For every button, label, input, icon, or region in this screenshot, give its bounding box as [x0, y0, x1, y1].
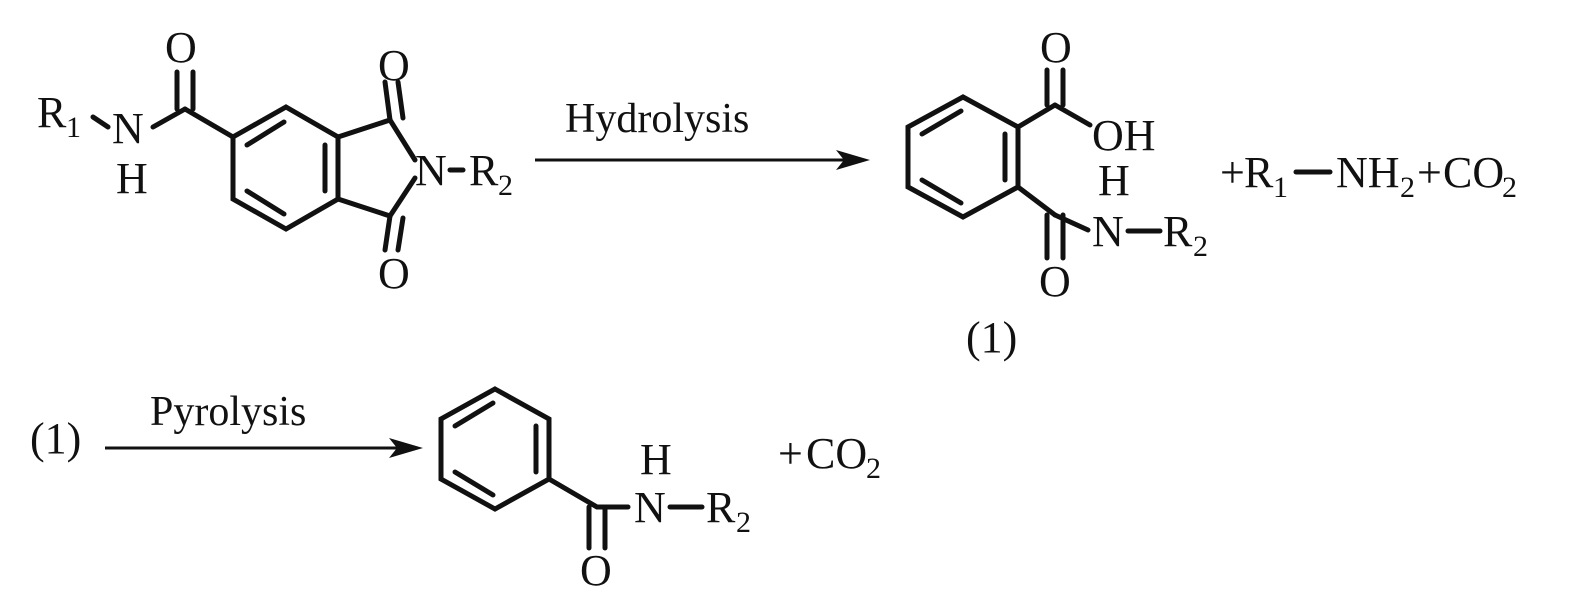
product2-benzene-ring: [438, 386, 552, 512]
bond-ring-c-bottom: [335, 196, 393, 219]
atom-o-amide: O: [165, 23, 197, 72]
molecule-co: CO: [1443, 148, 1504, 197]
byproducts-amine-co2: + R 1 NH 2 + CO 2: [1220, 148, 1517, 204]
atom-nh: NH: [1336, 148, 1400, 197]
atom-r1-subscript-byproduct: 1: [1273, 171, 1288, 204]
atom-o-top: O: [378, 41, 410, 90]
product1-ring-double-2: [919, 177, 964, 206]
bond-c-top-n: [387, 117, 418, 163]
arrow-hydrolysis-head: [836, 150, 870, 170]
condition-pyrolysis: Pyrolysis: [150, 389, 306, 435]
molecule-co2-subscript: 2: [1502, 171, 1517, 204]
atom-h-amide-product1: H: [1098, 156, 1130, 205]
atom-n-amide: N: [112, 104, 144, 153]
atom-r2-product2: R: [706, 483, 736, 532]
product-1-phthalamic-acid: O OH O H N R 2 (1): [905, 23, 1208, 362]
bond-ring-carbonyl: [546, 476, 600, 510]
atom-h-product2: H: [640, 435, 672, 484]
atom-oh: OH: [1092, 111, 1156, 160]
molecule-co-2: CO: [806, 429, 867, 478]
bond-c-bottom-n: [387, 175, 418, 219]
plus-sign-2: +: [1417, 148, 1442, 197]
atom-h2-subscript: 2: [1400, 171, 1415, 204]
compound-label-1: (1): [966, 313, 1017, 362]
benzene-ring: [230, 104, 341, 232]
compound-label-1-reactant: (1): [30, 414, 81, 463]
bond-bottom-co-2: [395, 215, 406, 253]
atom-r2: R: [469, 146, 499, 195]
bond-top-co-2: [395, 79, 406, 121]
plus-sign-3: +: [778, 429, 803, 478]
bond-c-n: [1052, 212, 1091, 233]
atom-r1-subscript: 1: [66, 111, 81, 144]
plus-sign-1: +: [1220, 148, 1245, 197]
product2-ring-double-1: [452, 400, 496, 429]
atom-o-product2: O: [580, 546, 612, 595]
atom-n-product2: N: [634, 483, 666, 532]
reaction-2-pyrolysis: (1) Pyrolysis O H N R 2 + CO 2: [30, 386, 881, 595]
condition-hydrolysis: Hydrolysis: [565, 96, 749, 142]
bond-ring-amide: [1015, 184, 1058, 218]
atom-n-amide-product1: N: [1092, 207, 1124, 256]
atom-h-amide: H: [116, 154, 148, 203]
molecule-co2-subscript-2: 2: [866, 452, 881, 485]
atom-r1-byproduct: R: [1244, 148, 1274, 197]
ring-double-bond-2: [244, 188, 287, 217]
atom-r2-subscript-product1: 2: [1193, 230, 1208, 263]
atom-r2-subscript: 2: [498, 169, 513, 202]
atom-r2-product1: R: [1163, 207, 1193, 256]
product1-ring-double-1: [919, 108, 964, 137]
bond-ring-c-top: [335, 117, 393, 140]
product1-benzene-ring: [905, 94, 1021, 220]
atom-o-bottom: O: [378, 249, 410, 298]
bond-n-c: [150, 106, 188, 130]
bond-ring-cooh: [1015, 102, 1058, 130]
atom-n-imide: N: [415, 146, 447, 195]
atom-r2-subscript-product2: 2: [736, 506, 751, 539]
atom-r1: R: [37, 88, 67, 137]
atom-o-amide-product1: O: [1039, 257, 1071, 306]
bond-c-ring: [182, 106, 236, 140]
bond-c-oh: [1052, 102, 1093, 128]
product2-ring-double-2: [452, 469, 496, 498]
reactant-imide-amide: R 1 N H O O O N R 2: [37, 23, 513, 298]
ring-double-bond-1: [244, 119, 287, 148]
arrow-pyrolysis-head: [389, 438, 423, 458]
bond-bottom-co-1: [382, 213, 393, 253]
arrow-hydrolysis: Hydrolysis: [535, 96, 870, 170]
bond-r1-n: [90, 114, 111, 130]
atom-o-acid: O: [1040, 23, 1072, 72]
bond-top-co-1: [382, 79, 393, 123]
